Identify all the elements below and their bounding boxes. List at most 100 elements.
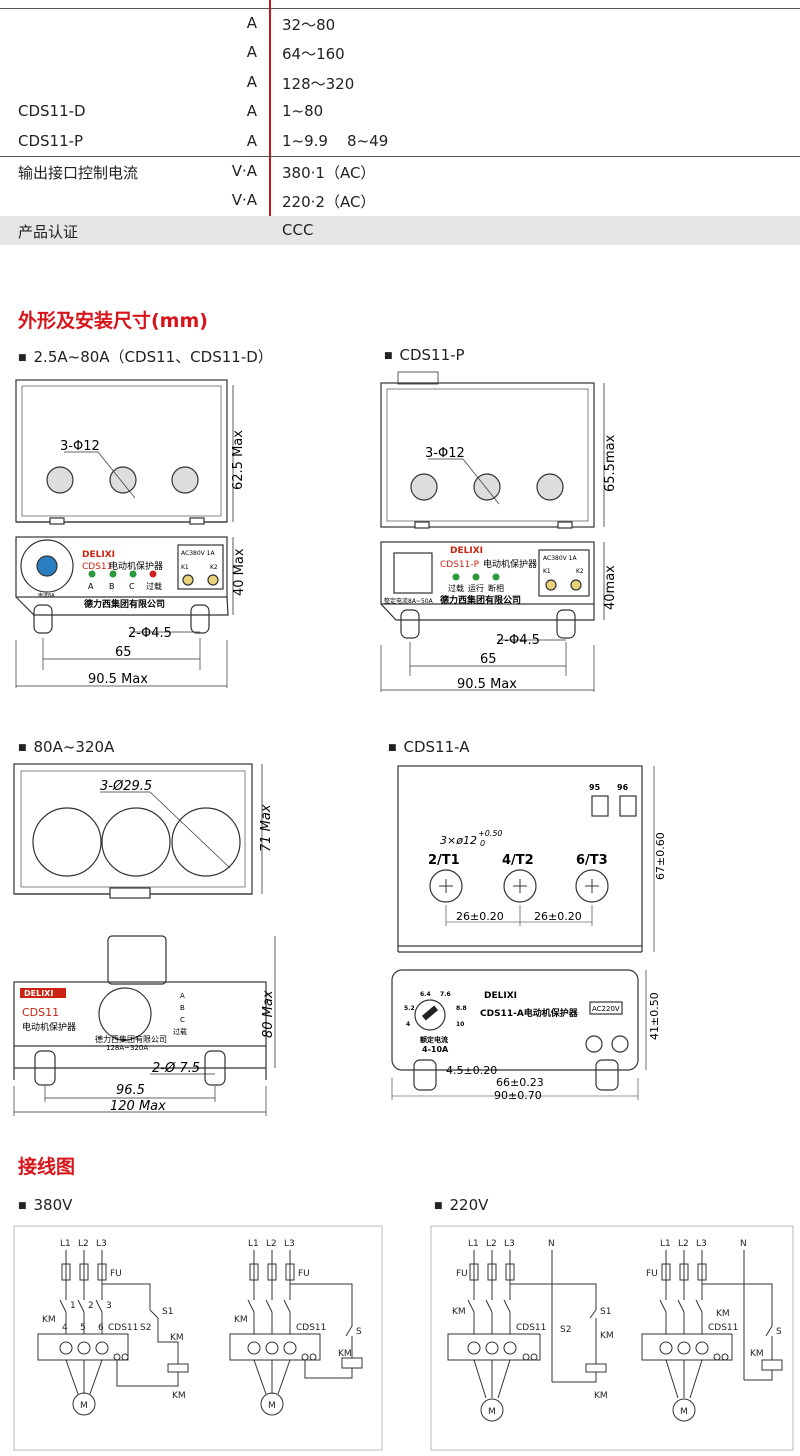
table-red-divider <box>269 0 271 245</box>
svg-text:CDS11: CDS11 <box>22 1006 59 1019</box>
svg-text:6: 6 <box>98 1323 104 1333</box>
svg-text:K1: K1 <box>543 568 551 575</box>
svg-text:S1: S1 <box>600 1307 611 1317</box>
svg-text:3: 3 <box>106 1301 112 1311</box>
svg-text:+0.50: +0.50 <box>478 829 503 838</box>
svg-text:10: 10 <box>456 1021 464 1028</box>
svg-text:过载: 过载 <box>146 581 162 591</box>
wiring-panel-380v <box>13 1225 383 1451</box>
svg-text:L1: L1 <box>468 1239 479 1249</box>
svg-text:L3: L3 <box>696 1239 707 1249</box>
svg-text:128A~320A: 128A~320A <box>106 1044 148 1052</box>
svg-text:德力西集团有限公司: 德力西集团有限公司 <box>440 594 521 606</box>
svg-text:A: A <box>180 992 185 1000</box>
svg-text:KM: KM <box>716 1309 730 1319</box>
svg-text:S: S <box>776 1327 782 1337</box>
svg-text:40max: 40max <box>603 565 618 610</box>
svg-text:CDS11: CDS11 <box>708 1323 738 1333</box>
svg-text:A: A <box>88 582 94 591</box>
top-view-body <box>15 379 228 523</box>
drawing-80a: DELIXI CDS11 电动机保护器 A B C 过载 128A~320A 德… <box>13 763 276 1116</box>
svg-text:65: 65 <box>480 652 497 667</box>
front-view-body <box>15 536 228 598</box>
top-view-body <box>397 765 643 947</box>
svg-text:KM: KM <box>750 1349 764 1359</box>
svg-text:FU: FU <box>298 1269 310 1279</box>
svg-text:KM: KM <box>42 1315 56 1325</box>
svg-text:额定电流: 额定电流 <box>419 1035 448 1044</box>
svg-text:80 Max: 80 Max <box>261 990 276 1038</box>
svg-text:3-Φ12: 3-Φ12 <box>425 446 465 461</box>
svg-text:FU: FU <box>110 1269 122 1279</box>
subtitle-cds11p: CDS11-P <box>384 346 465 364</box>
svg-text:90.5 Max: 90.5 Max <box>457 677 517 692</box>
svg-text:6/T3: 6/T3 <box>576 853 608 868</box>
svg-text:B: B <box>109 582 115 591</box>
svg-text:5.2: 5.2 <box>404 1005 415 1012</box>
svg-text:AC380V 1A: AC380V 1A <box>181 550 215 557</box>
svg-text:5: 5 <box>80 1323 86 1333</box>
front-company: 德力西集团有限公司 <box>84 598 165 610</box>
svg-text:L1: L1 <box>248 1239 259 1249</box>
svg-text:90±0.70: 90±0.70 <box>494 1089 542 1102</box>
svg-text:CDS11-A电动机保护器: CDS11-A电动机保护器 <box>480 1007 579 1019</box>
svg-text:运行: 运行 <box>468 583 484 593</box>
section-title-dimensions: 外形及安装尺寸(mm) <box>18 310 208 332</box>
svg-text:过载: 过载 <box>173 1027 187 1036</box>
label-width: 90.5 Max <box>88 672 148 687</box>
svg-text:M: M <box>268 1401 276 1411</box>
svg-text:2-Φ4.5: 2-Φ4.5 <box>496 633 540 648</box>
svg-text:M: M <box>680 1407 688 1417</box>
svg-text:CDS11: CDS11 <box>516 1323 546 1333</box>
svg-text:FU: FU <box>646 1269 658 1279</box>
svg-text:FU: FU <box>456 1269 468 1279</box>
svg-text:KM: KM <box>452 1307 466 1317</box>
svg-text:DELIXI: DELIXI <box>484 991 517 1001</box>
svg-text:KM: KM <box>594 1391 608 1401</box>
svg-text:KM: KM <box>234 1315 248 1325</box>
svg-text:N: N <box>740 1239 747 1249</box>
svg-text:KM: KM <box>600 1331 614 1341</box>
svg-text:电动机保护器: 电动机保护器 <box>22 1021 76 1033</box>
drawing-cds11p: 3-Φ12 65.5max 40max DELIXI CDS11-P 电动机保护… <box>380 371 618 692</box>
label-height-top: 62.5 Max <box>231 430 246 490</box>
svg-text:L3: L3 <box>96 1239 107 1249</box>
svg-text:4-10A: 4-10A <box>422 1045 449 1054</box>
svg-text:95: 95 <box>589 783 601 792</box>
front-name: 电动机保护器 <box>109 560 163 572</box>
label-height-front: 40 Max <box>232 548 247 596</box>
svg-text:KM: KM <box>172 1391 186 1401</box>
svg-text:S1: S1 <box>162 1307 173 1317</box>
svg-text:26±0.20: 26±0.20 <box>456 910 504 923</box>
front-view-body <box>380 541 595 605</box>
svg-text:DELIXI: DELIXI <box>24 989 53 998</box>
svg-text:AC220V: AC220V <box>592 1005 620 1013</box>
svg-text:电动机保护器: 电动机保护器 <box>483 558 537 570</box>
label-holes: 3-Φ12 <box>60 439 100 454</box>
svg-text:S2: S2 <box>140 1323 151 1333</box>
svg-text:7.6: 7.6 <box>440 991 451 998</box>
subtitle-80a: 80A~320A <box>18 738 115 756</box>
svg-text:电流8A: 电流8A <box>38 592 55 599</box>
svg-text:B: B <box>180 1004 185 1012</box>
svg-text:AC380V 1A: AC380V 1A <box>543 555 577 562</box>
svg-text:断相: 断相 <box>488 583 504 593</box>
svg-text:C: C <box>129 582 135 591</box>
svg-text:M: M <box>80 1401 88 1411</box>
svg-text:96: 96 <box>617 783 629 792</box>
subtitle-380v: 380V <box>18 1196 73 1214</box>
svg-text:120 Max: 120 Max <box>110 1099 166 1114</box>
svg-text:3-Ø29.5: 3-Ø29.5 <box>100 779 152 794</box>
svg-text:L3: L3 <box>504 1239 515 1249</box>
svg-text:4: 4 <box>62 1323 68 1333</box>
section-title-wiring: 接线图 <box>18 1156 76 1178</box>
svg-text:65.5max: 65.5max <box>603 434 618 492</box>
svg-text:66±0.23: 66±0.23 <box>496 1076 544 1089</box>
svg-text:L2: L2 <box>266 1239 277 1249</box>
